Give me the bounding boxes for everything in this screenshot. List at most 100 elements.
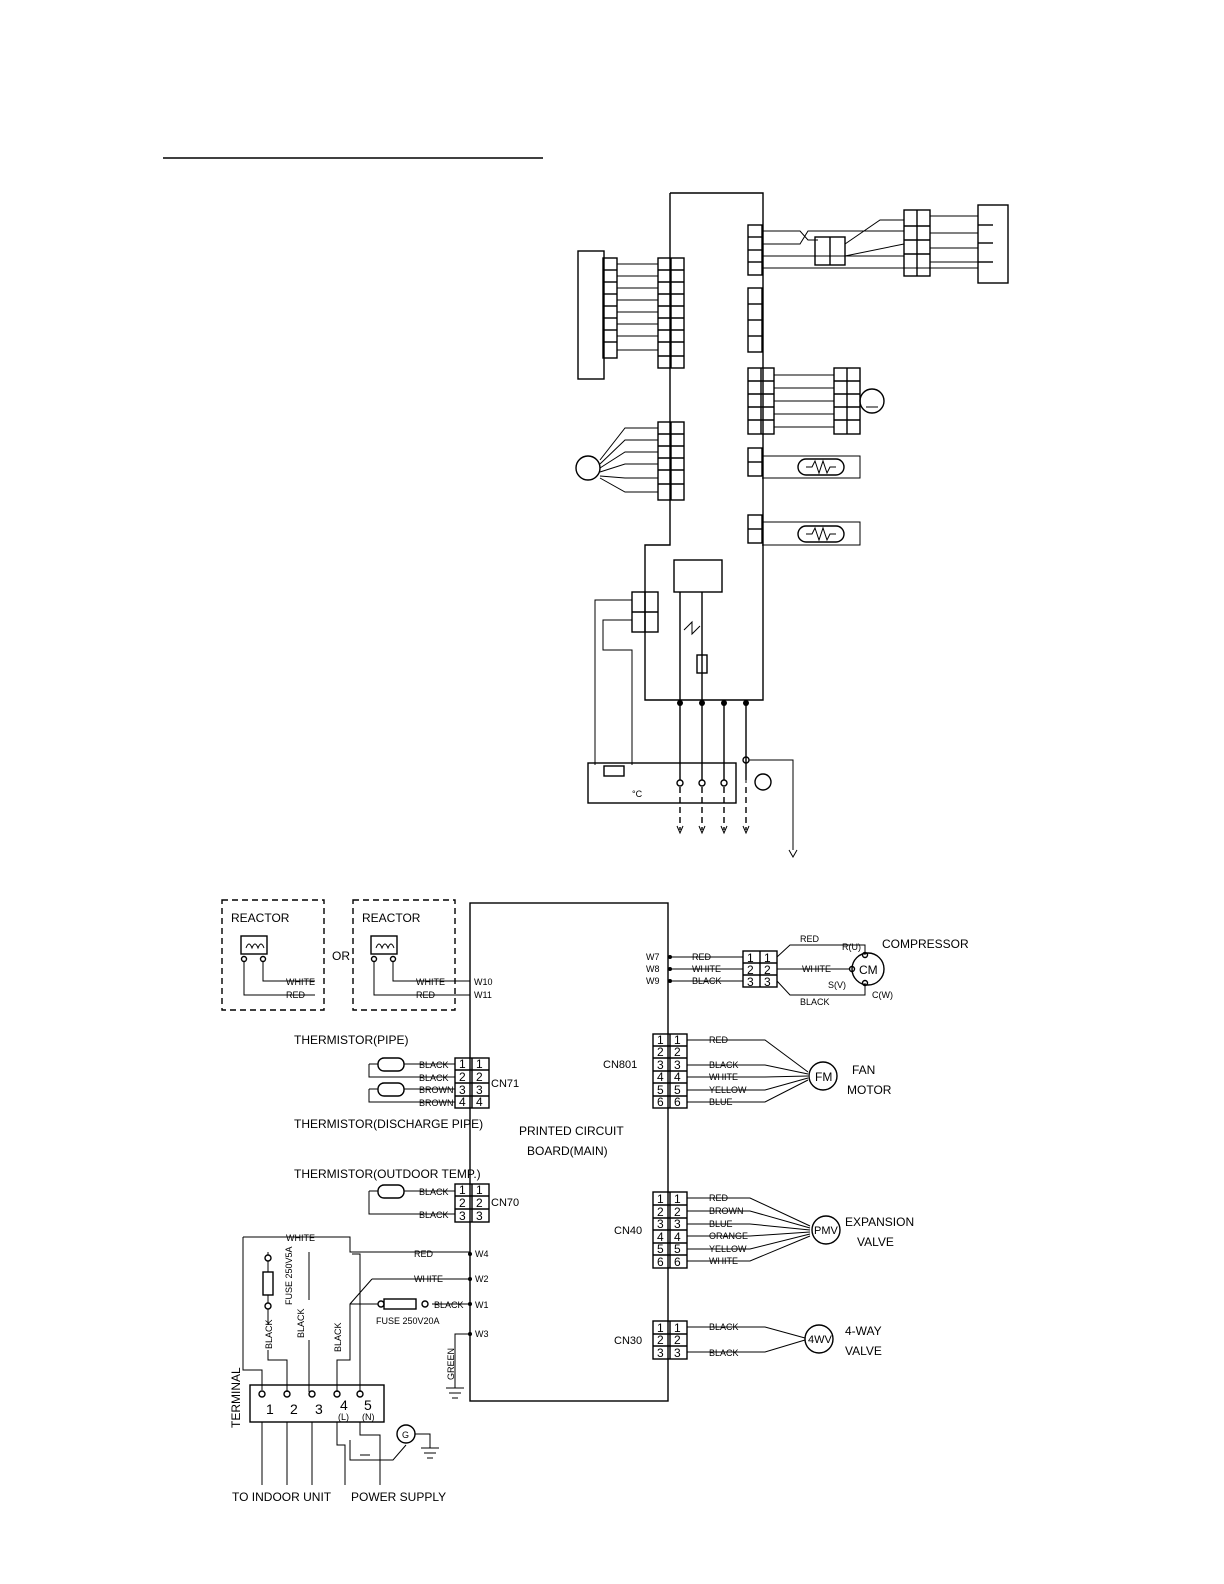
cn40-pin-2a: 2: [657, 1205, 664, 1219]
reactor-1-label: REACTOR: [231, 911, 290, 925]
cn40-pin-6b: 6: [674, 1255, 681, 1269]
cn801-pin-3b: 3: [674, 1058, 681, 1072]
cn801-pin-6b: 6: [674, 1095, 681, 1109]
w2-label: W2: [475, 1274, 489, 1284]
cn40-label: CN40: [614, 1225, 642, 1237]
ground-g-label: G: [402, 1430, 409, 1440]
comp-pin-3a: 3: [747, 975, 754, 989]
cn801-pin-5a: 5: [657, 1083, 664, 1097]
cn40-pin-4b: 4: [674, 1230, 681, 1244]
reactor-2-white: WHITE: [416, 977, 445, 987]
cn30-pin-1a: 1: [657, 1321, 664, 1335]
cn801-pin-6a: 6: [657, 1095, 664, 1109]
upper-motor-icon: [575, 455, 601, 481]
reactor-1-white: WHITE: [286, 977, 315, 987]
cn801-pin-2a: 2: [657, 1045, 664, 1059]
motor-label: MOTOR: [847, 1083, 892, 1097]
cn71-pin-1a: 1: [459, 1057, 466, 1071]
expansion-valve-icon: [811, 1215, 841, 1245]
thermistor-outdoor-label: THERMISTOR(OUTDOOR TEMP.): [294, 1167, 481, 1181]
fm-label: FM: [815, 1070, 832, 1084]
cn70-pin-1a: 1: [459, 1183, 466, 1197]
red-w4-wire: RED: [414, 1249, 434, 1259]
cn30-wire-2: BLACK: [709, 1348, 739, 1358]
terminal-l: (L): [338, 1412, 349, 1422]
thermistor-discharge-icon: [377, 1082, 405, 1097]
cn71-pin-2a: 2: [459, 1070, 466, 1084]
to-indoor-label: TO INDOOR UNIT: [232, 1490, 332, 1504]
cn71-wire-1: BLACK: [419, 1060, 449, 1070]
comp-pin-2a: 2: [747, 963, 754, 977]
w9-wire: BLACK: [692, 976, 722, 986]
sv-label: S(V): [828, 980, 846, 990]
fourway-label: 4-WAY: [845, 1324, 882, 1338]
cn801-label: CN801: [603, 1059, 637, 1071]
upper-ground-icon: [754, 773, 772, 791]
cn801-pin-3a: 3: [657, 1058, 664, 1072]
black-v1-label: BLACK: [264, 1319, 274, 1349]
cn30-wire-1: BLACK: [709, 1322, 739, 1332]
cn801-pin-1a: 1: [657, 1033, 664, 1047]
cn801-pin-5b: 5: [674, 1083, 681, 1097]
terminal-4: 4: [340, 1397, 348, 1413]
cn71-pin-1b: 1: [476, 1057, 483, 1071]
terminal-n: (N): [362, 1412, 375, 1422]
cn40-wire-3: BLUE: [709, 1219, 733, 1229]
w11-label: W11: [474, 990, 492, 1000]
cn30-label: CN30: [614, 1335, 642, 1347]
terminal-2: 2: [290, 1401, 298, 1417]
cn40-wire-4: ORANGE: [709, 1231, 748, 1241]
pcb-label-2: BOARD(MAIN): [527, 1144, 608, 1158]
cn71-pin-3a: 3: [459, 1083, 466, 1097]
terminal-block: [249, 1384, 385, 1423]
cn71-pin-4a: 4: [459, 1095, 466, 1109]
comp-white: WHITE: [802, 964, 831, 974]
cn30-pin-2a: 2: [657, 1333, 664, 1347]
upper-fuse-icon: [696, 654, 708, 674]
cw-label: C(W): [872, 990, 893, 1000]
cn801-wire-5: YELLOW: [709, 1085, 747, 1095]
cn40-pin-5a: 5: [657, 1242, 664, 1256]
cn71-wire-3: BROWN: [419, 1085, 454, 1095]
thermistor-outdoor-icon: [377, 1184, 405, 1199]
comp-pin-2b: 2: [764, 963, 771, 977]
fan-label: FAN: [852, 1063, 875, 1077]
celsius-label: °C: [632, 789, 643, 799]
cn40-pin-1b: 1: [674, 1192, 681, 1206]
comp-pin-1a: 1: [747, 951, 754, 965]
terminal-label: TERMINAL: [229, 1367, 243, 1428]
cn40-pin-4a: 4: [657, 1230, 664, 1244]
or-label: OR: [332, 949, 350, 963]
upper-fan-icon: [859, 388, 885, 414]
cn40-pin-3a: 3: [657, 1217, 664, 1231]
upper-overload-icon: [603, 765, 625, 777]
cn30-pin-3a: 3: [657, 1346, 664, 1360]
cn801-pin-2b: 2: [674, 1045, 681, 1059]
fuse-5a-icon: [262, 1271, 274, 1296]
terminal-5: 5: [364, 1397, 372, 1413]
cn801-wire-1: RED: [709, 1035, 729, 1045]
cn30-pin-2b: 2: [674, 1333, 681, 1347]
fuse-20a-label: FUSE 250V20A: [376, 1316, 440, 1326]
cn801-wire-3: BLACK: [709, 1060, 739, 1070]
cn70-wire-1: BLACK: [419, 1187, 449, 1197]
upper-thermistor-icon-2: [797, 525, 845, 543]
cn70-pin-2b: 2: [476, 1196, 483, 1210]
cn71-pin-2b: 2: [476, 1070, 483, 1084]
cn801-wire-6: BLUE: [709, 1097, 733, 1107]
cn40-pin-2b: 2: [674, 1205, 681, 1219]
cn30-pin-1b: 1: [674, 1321, 681, 1335]
reactor-2-icon: [370, 935, 398, 955]
cn40-wire-2: BROWN: [709, 1206, 744, 1216]
fuse-20a-icon: [383, 1298, 417, 1310]
pcb-main: [469, 902, 669, 1402]
compressor-label: COMPRESSOR: [882, 937, 969, 951]
cn30-pin-3b: 3: [674, 1346, 681, 1360]
thermistor-discharge-label: THERMISTOR(DISCHARGE PIPE): [294, 1117, 483, 1131]
cn40-pin-3b: 3: [674, 1217, 681, 1231]
w7-label: W7: [646, 952, 660, 962]
reactor-2-red: RED: [416, 990, 436, 1000]
comp-red: RED: [800, 934, 820, 944]
cn70-pin-3b: 3: [476, 1209, 483, 1223]
